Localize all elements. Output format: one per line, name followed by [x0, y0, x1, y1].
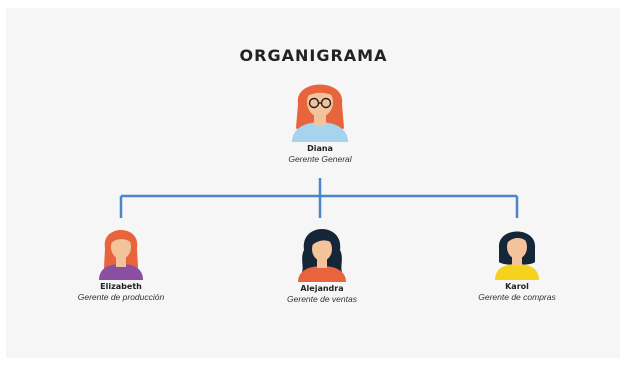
org-node-child: Elizabeth Gerente de producción [41, 222, 201, 303]
child-role: Gerente de producción [77, 292, 165, 302]
woman-with-glasses-icon [292, 84, 348, 142]
root-name: Diana [307, 144, 333, 153]
child-name: Elizabeth [100, 282, 142, 291]
woman-dark-bob-hair-icon [495, 231, 539, 280]
org-node-child: Karol Gerente de compras [437, 222, 597, 303]
child-role: Gerente de ventas [287, 294, 357, 304]
org-node-root: Diana Gerente General [240, 70, 400, 165]
child-name: Karol [505, 282, 529, 291]
org-node-child: Alejandra Gerente de ventas [242, 222, 402, 305]
child-role: Gerente de compras [478, 292, 556, 302]
org-chart-panel [6, 8, 620, 358]
woman-dark-wavy-hair-icon [298, 229, 346, 282]
root-role: Gerente General [288, 154, 352, 164]
child-name: Alejandra [300, 284, 344, 293]
woman-red-hair-icon [99, 230, 143, 280]
chart-title: ORGANIGRAMA [239, 46, 388, 65]
